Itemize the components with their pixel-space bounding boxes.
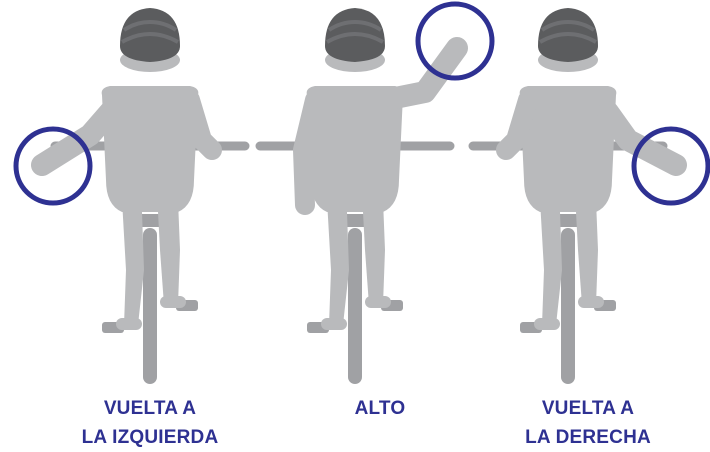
right-turn-label: VUELTA A LA DERECHA — [490, 394, 686, 452]
left-turn-cyclist-icon — [31, 8, 245, 384]
left-arm-highlight — [13, 126, 93, 206]
right-turn-cyclist-icon — [473, 8, 687, 384]
right-turn-label-line-2: LA DERECHA — [525, 427, 651, 448]
right-turn-label-line-1: VUELTA A — [541, 398, 635, 419]
right-arm-highlight — [631, 126, 710, 206]
stop-label: ALTO — [320, 394, 440, 423]
left-turn-label: VUELTA A LA IZQUIERDA — [55, 394, 245, 452]
left-turn-label-line-1: VUELTA A — [103, 398, 197, 419]
stop-cyclist-icon — [260, 8, 468, 384]
raised-arm-highlight — [415, 1, 495, 81]
stop-label-line-1: ALTO — [354, 398, 406, 419]
left-turn-label-line-2: LA IZQUIERDA — [81, 427, 219, 448]
